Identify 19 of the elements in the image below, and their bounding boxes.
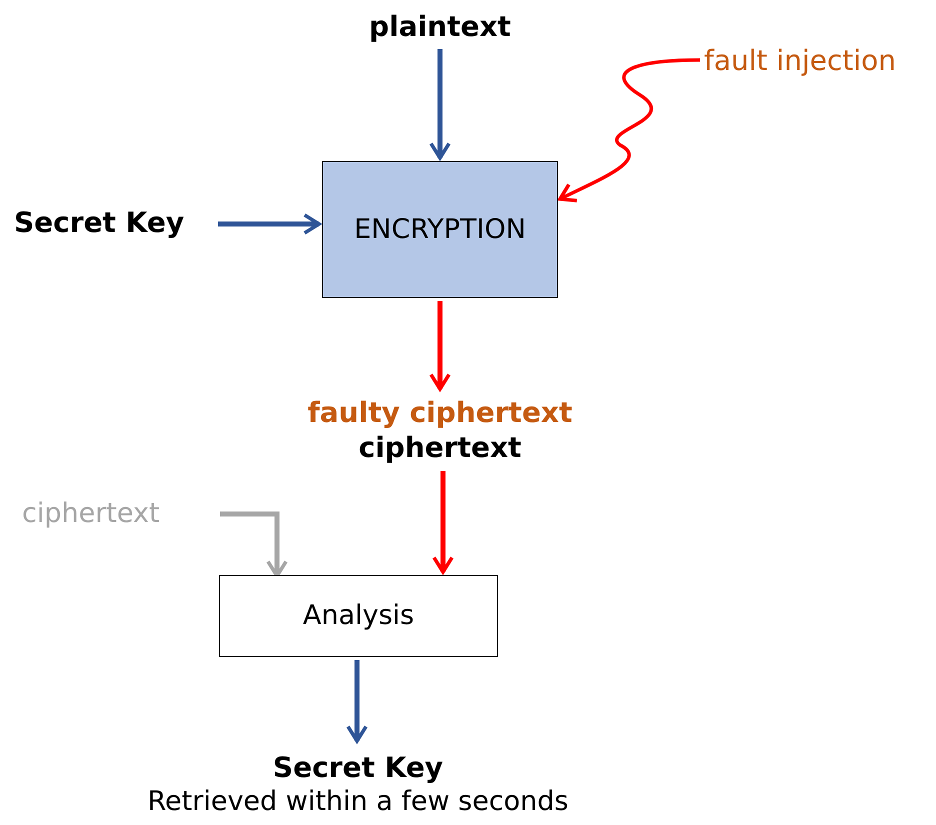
arrow <box>220 512 288 578</box>
box-label: Analysis <box>302 599 414 633</box>
text-label: faulty ciphertext <box>308 395 572 430</box>
arrow <box>432 471 454 574</box>
arrow <box>429 301 451 391</box>
text-label: Secret Key <box>272 750 444 785</box>
arrow <box>558 58 700 203</box>
text-label: fault injection <box>704 42 896 78</box>
text-label: plaintext <box>369 8 511 44</box>
arrow <box>218 213 321 235</box>
text-label: Retrieved within a few seconds <box>147 784 569 818</box>
process-box <box>219 575 498 657</box>
process-box <box>322 161 558 298</box>
text-label: ciphertext <box>358 430 522 465</box>
text-label: Secret Key <box>14 204 184 240</box>
box-label: ENCRYPTION <box>354 212 526 246</box>
arrow <box>346 660 368 743</box>
text-label: ciphertext <box>22 497 160 531</box>
arrow <box>429 49 451 160</box>
